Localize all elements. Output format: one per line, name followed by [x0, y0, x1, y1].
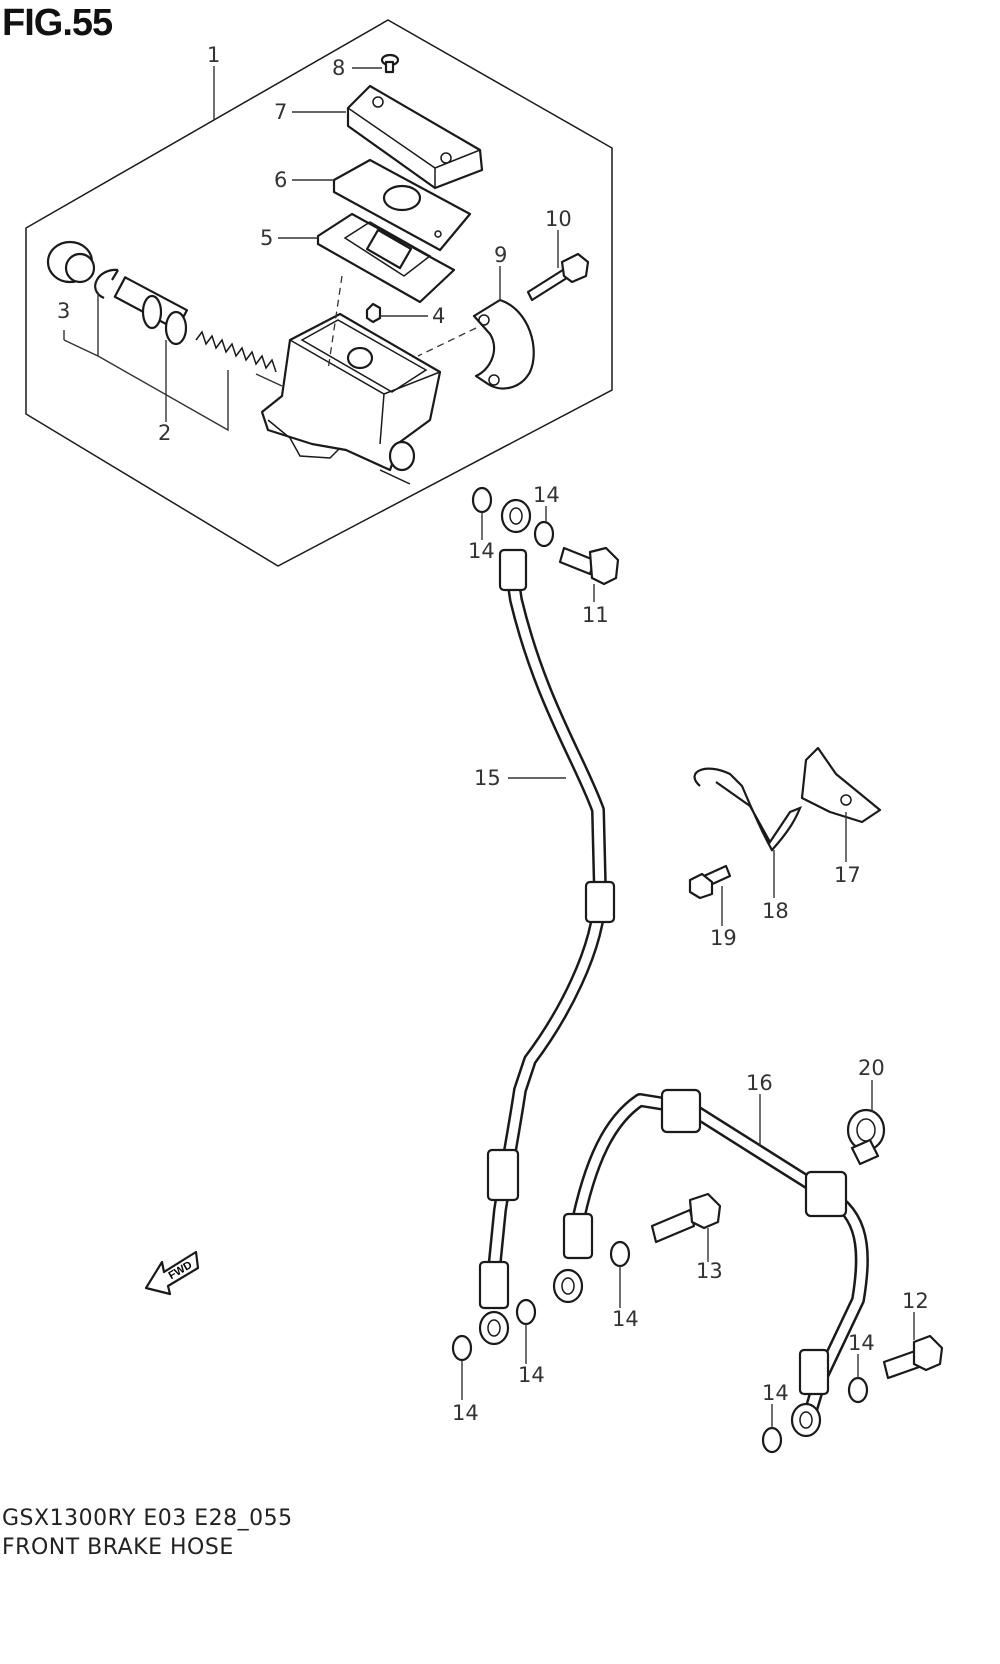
- callout-5: 5: [260, 226, 273, 250]
- part-6-plate[interactable]: [332, 158, 472, 252]
- callout-11: 11: [582, 603, 609, 627]
- callout-12: 12: [902, 1289, 929, 1313]
- callout-14-b: 14: [468, 539, 495, 563]
- part-13-banjo-bolt[interactable]: [650, 1192, 722, 1244]
- figure-title: FIG.55: [2, 2, 113, 44]
- leader-lines: [213, 66, 915, 1428]
- callout-10: 10: [545, 207, 572, 231]
- callout-14-e: 14: [518, 1363, 545, 1387]
- part-11-banjo-bolt[interactable]: [558, 546, 620, 586]
- callout-3: 3: [57, 299, 70, 323]
- part-5-diaphragm[interactable]: [316, 212, 456, 304]
- part-14-washers[interactable]: [451, 486, 869, 1454]
- callout-7: 7: [274, 100, 287, 124]
- callout-14-c: 14: [612, 1307, 639, 1331]
- callout-18: 18: [762, 899, 789, 923]
- part-9-clamp[interactable]: [472, 298, 535, 390]
- part-16-hose[interactable]: [552, 1088, 869, 1438]
- snap-ring[interactable]: [94, 268, 119, 300]
- callout-14-d: 14: [848, 1331, 875, 1355]
- callout-bracket-2-3: [63, 292, 229, 432]
- callout-14-g: 14: [452, 1401, 479, 1425]
- callout-19: 19: [710, 926, 737, 950]
- part-17-bracket[interactable]: [800, 746, 882, 824]
- assembly-guide-lines: [327, 275, 477, 371]
- figure-name: FRONT BRAKE HOSE: [2, 1535, 234, 1560]
- callout-17: 17: [834, 863, 861, 887]
- callout-6: 6: [274, 168, 287, 192]
- piston-spring[interactable]: [195, 330, 277, 373]
- master-cylinder-body[interactable]: [260, 312, 442, 485]
- part-10-bolt[interactable]: [526, 252, 590, 302]
- callout-14-a: 14: [533, 483, 560, 507]
- callout-14-f: 14: [762, 1381, 789, 1405]
- callout-4: 4: [432, 304, 445, 328]
- part-15-hose[interactable]: [478, 498, 616, 1346]
- part-20-clamp[interactable]: [846, 1108, 886, 1166]
- part-19-bolt[interactable]: [688, 864, 732, 900]
- fwd-arrow-icon: FWD: [144, 1250, 200, 1296]
- callout-9: 9: [494, 243, 507, 267]
- figure-code: GSX1300RY E03 E28_055: [2, 1506, 293, 1531]
- callout-1: 1: [207, 43, 220, 67]
- callout-20: 20: [858, 1056, 885, 1080]
- part-12-banjo-bolt[interactable]: [882, 1334, 944, 1380]
- callout-numbers: 1 8 7 6 5 10 9 3 4 2 14 14 11 15 17 18 1…: [57, 43, 929, 1425]
- callout-2: 2: [158, 421, 171, 445]
- callout-13: 13: [696, 1259, 723, 1283]
- callout-16: 16: [746, 1071, 773, 1095]
- part-2-piston[interactable]: [113, 276, 189, 346]
- callout-8: 8: [332, 56, 345, 80]
- assembly-outline: [25, 19, 613, 567]
- part-8-screw[interactable]: [380, 53, 400, 74]
- part-7-cap[interactable]: [346, 84, 484, 190]
- part-3-boot[interactable]: [46, 240, 96, 284]
- callout-15: 15: [474, 766, 501, 790]
- part-18-wire-clip[interactable]: [693, 767, 802, 852]
- part-4-nut[interactable]: [365, 302, 382, 324]
